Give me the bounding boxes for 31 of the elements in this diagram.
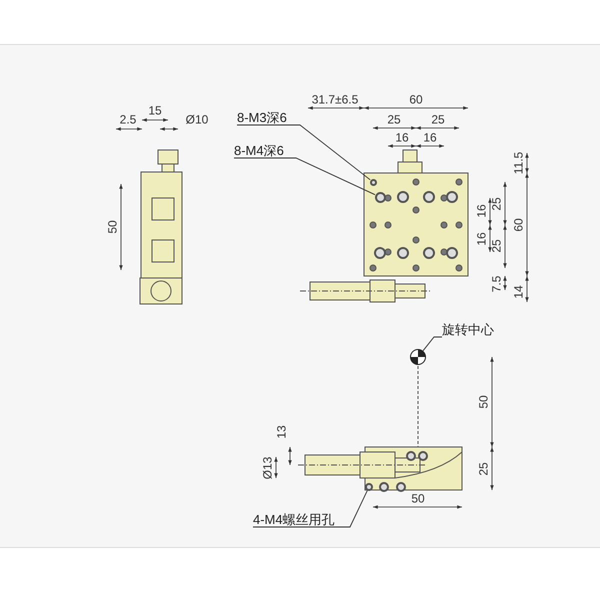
dimension-value: Ø13 — [262, 456, 274, 480]
dimension-value: 14 — [512, 285, 526, 299]
dimension-value: 60 — [512, 218, 526, 232]
dimension-value: 31.7±6.5 — [312, 94, 358, 106]
dimension-value: 16 — [476, 232, 488, 246]
dimension-value: 25 — [490, 197, 504, 211]
dimension-value: 25 — [490, 239, 504, 253]
leader-line — [236, 124, 371, 180]
leader-line — [252, 490, 368, 528]
dimension-value: 50 — [411, 492, 425, 506]
callout-text: 8-M3深6 — [237, 110, 287, 125]
dimension-value: 7.5 — [490, 276, 504, 292]
dimension-value: 15 — [148, 104, 162, 118]
dimension-value: 11.5 — [512, 152, 526, 174]
dimension-value: 60 — [409, 94, 423, 106]
callout-text: 8-M4深6 — [234, 143, 284, 158]
dimension-value: Ø10 — [186, 114, 208, 126]
dimension-value: 25 — [478, 462, 490, 476]
dimension-value: 50 — [478, 395, 490, 409]
dimension-value: 16 — [395, 132, 409, 144]
dimension-value: 25 — [431, 114, 445, 126]
leader-line — [234, 158, 376, 196]
dimension-value: 2.5 — [120, 114, 136, 126]
dimension-value: 13 — [276, 425, 288, 439]
callout-text: 旋转中心 — [442, 322, 494, 337]
dimension-value: 16 — [476, 204, 488, 218]
dimension-value: 50 — [106, 220, 120, 234]
dimension-value: 25 — [387, 114, 401, 126]
callout-text: 4-M4螺丝用孔 — [253, 512, 335, 527]
dimension-value: 16 — [423, 132, 437, 144]
leader-line — [422, 336, 442, 352]
